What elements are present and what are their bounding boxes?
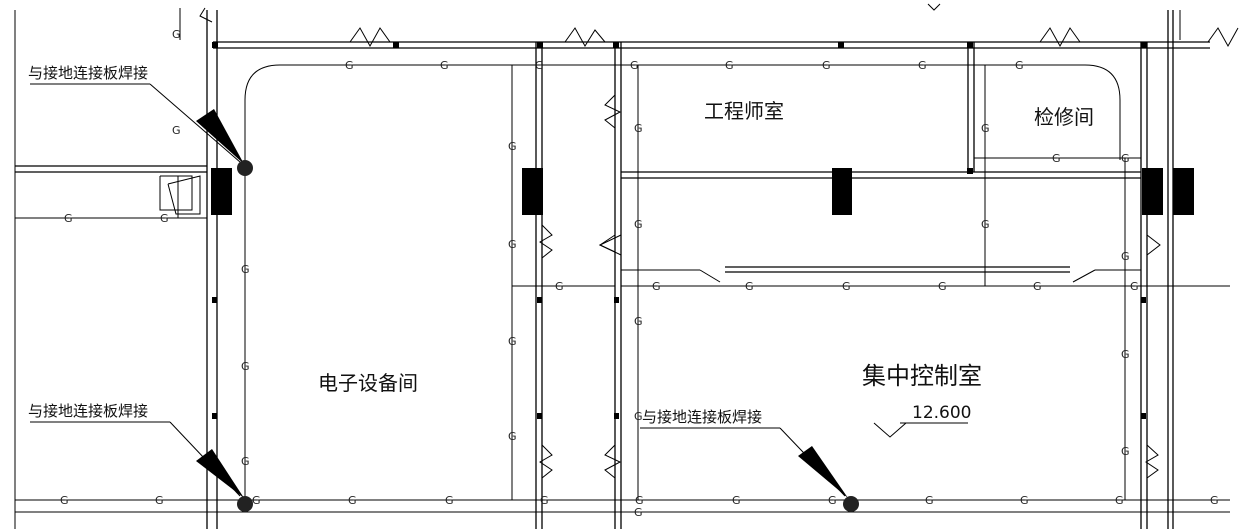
svg-text:G: G (535, 59, 544, 72)
svg-text:G: G (732, 494, 741, 507)
svg-text:G: G (725, 59, 734, 72)
walls (14, 8, 1230, 529)
weld-point-3 (640, 427, 859, 512)
svg-text:G: G (652, 280, 661, 293)
break-marks (199, 3, 1239, 479)
svg-text:G: G (241, 360, 250, 373)
weld-point-2 (30, 421, 253, 512)
svg-text:G: G (348, 494, 357, 507)
svg-text:G: G (345, 59, 354, 72)
svg-text:G: G (508, 238, 517, 251)
svg-text:G: G (64, 212, 73, 225)
svg-text:G: G (981, 218, 990, 231)
svg-text:G: G (828, 494, 837, 507)
svg-text:G: G (1052, 152, 1061, 165)
svg-text:G: G (634, 122, 643, 135)
svg-text:G: G (745, 280, 754, 293)
svg-text:G: G (508, 430, 517, 443)
svg-text:G: G (822, 59, 831, 72)
svg-text:G: G (634, 410, 643, 423)
svg-text:G: G (241, 263, 250, 276)
svg-text:G: G (1121, 250, 1130, 263)
svg-text:G: G (241, 455, 250, 468)
svg-text:G: G (1130, 280, 1139, 293)
svg-text:G: G (938, 280, 947, 293)
svg-text:G: G (172, 28, 181, 41)
room-label-maintenance: 检修间 (1034, 105, 1094, 129)
svg-text:G: G (1020, 494, 1029, 507)
room-label-electronic: 电子设备间 (318, 371, 418, 395)
svg-text:G: G (1210, 494, 1219, 507)
svg-text:G: G (1121, 445, 1130, 458)
svg-text:G: G (981, 122, 990, 135)
svg-text:G: G (630, 59, 639, 72)
svg-text:G: G (1121, 152, 1130, 165)
elevation-value: 12.600 (912, 403, 971, 423)
weld-note-3: 与接地连接板焊接 (642, 408, 762, 426)
svg-text:G: G (155, 494, 164, 507)
room-label-engineer: 工程师室 (704, 99, 784, 123)
g-markers: G G G G G G G G G G G G G G G G G G G G … (60, 28, 1219, 519)
weld-note-2: 与接地连接板焊接 (28, 402, 148, 420)
svg-text:G: G (445, 494, 454, 507)
svg-text:G: G (555, 280, 564, 293)
svg-text:G: G (918, 59, 927, 72)
svg-text:G: G (440, 59, 449, 72)
svg-text:G: G (1115, 494, 1124, 507)
svg-text:G: G (1015, 59, 1024, 72)
svg-text:G: G (508, 335, 517, 348)
svg-text:G: G (635, 494, 644, 507)
svg-text:G: G (1121, 348, 1130, 361)
weld-point-1 (30, 83, 253, 176)
room-label-control: 集中控制室 (862, 362, 982, 390)
svg-text:G: G (925, 494, 934, 507)
svg-text:G: G (60, 494, 69, 507)
svg-text:G: G (634, 315, 643, 328)
svg-text:G: G (172, 124, 181, 137)
weld-note-1: 与接地连接板焊接 (28, 64, 148, 82)
svg-text:G: G (634, 218, 643, 231)
svg-text:G: G (1033, 280, 1042, 293)
svg-text:G: G (540, 494, 549, 507)
svg-text:G: G (634, 506, 643, 519)
svg-text:G: G (508, 140, 517, 153)
wall-ticks (212, 42, 1147, 419)
elevation-mark: 12.600 (873, 403, 971, 438)
grounding-lines (15, 64, 1230, 501)
svg-text:G: G (842, 280, 851, 293)
columns (211, 168, 1194, 215)
svg-text:G: G (252, 494, 261, 507)
svg-text:G: G (160, 212, 169, 225)
